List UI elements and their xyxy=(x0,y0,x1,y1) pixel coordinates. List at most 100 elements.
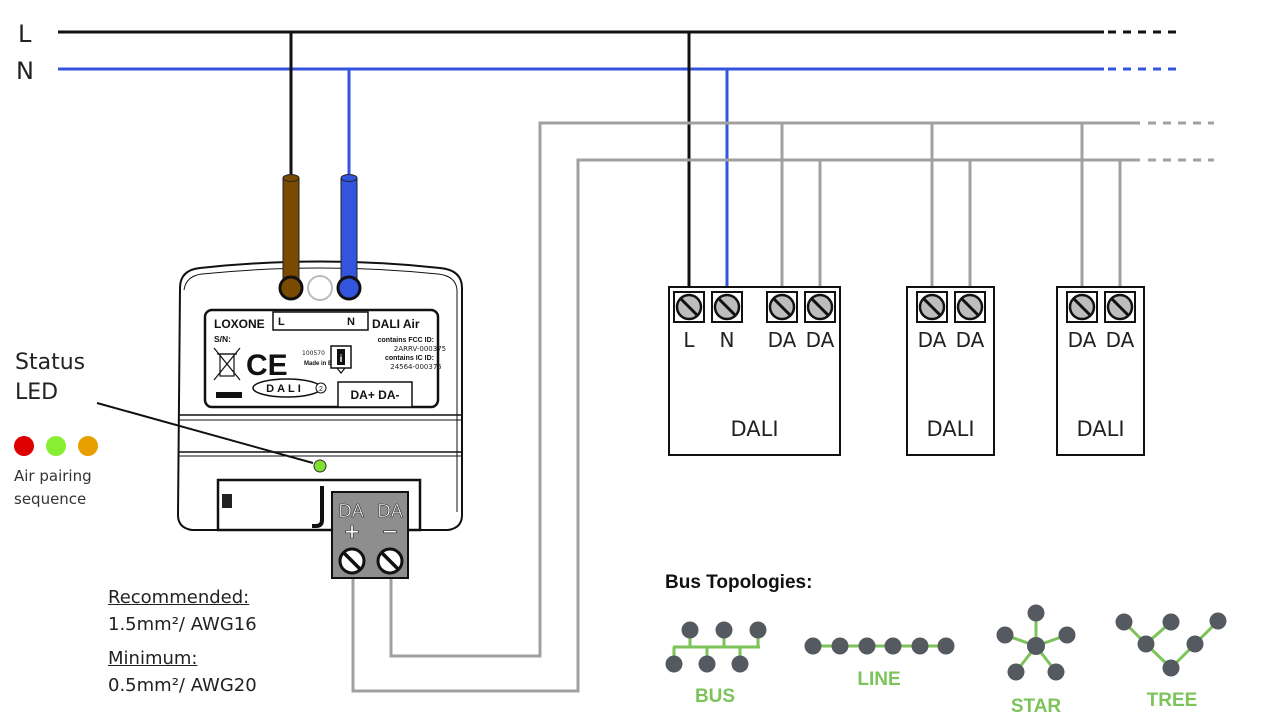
terminal-label: DA xyxy=(768,328,797,352)
svg-text:2: 2 xyxy=(319,386,323,393)
topology-line xyxy=(804,637,955,655)
topology-node xyxy=(1162,613,1180,631)
topology-node xyxy=(1209,612,1227,630)
topology-node xyxy=(749,621,767,639)
topology-node xyxy=(715,621,733,639)
topology-node xyxy=(858,637,876,655)
screw-terminal-icon xyxy=(916,291,948,323)
topology-node xyxy=(1047,663,1065,681)
wire-specs: Recommended: 1.5mm²/ AWG16 Minimum: 0.5m… xyxy=(108,584,257,699)
brown-wire xyxy=(278,174,304,301)
product-name: DALI Air xyxy=(372,317,420,331)
status-led-pointer xyxy=(96,402,314,464)
topology-node xyxy=(1027,604,1045,622)
topology-node xyxy=(911,637,929,655)
recommended-value: 1.5mm²/ AWG16 xyxy=(108,614,257,635)
topology-star-label: STAR xyxy=(1011,696,1062,717)
svg-text:DA: DA xyxy=(338,501,365,522)
svg-text:DA: DA xyxy=(377,501,404,522)
terminal-l-text: L xyxy=(278,316,285,328)
topology-node xyxy=(831,637,849,655)
bus-terminals-label: DA+ DA- xyxy=(350,388,399,402)
topology-bus-label: BUS xyxy=(695,686,735,707)
topology-node xyxy=(937,637,955,655)
dali-device-name: DALI xyxy=(730,417,778,441)
topology-node xyxy=(804,637,822,655)
dali-logo-icon: DALI 2 xyxy=(252,378,327,398)
minimum-value: 0.5mm²/ AWG20 xyxy=(108,675,257,696)
topology-tree xyxy=(1115,612,1227,677)
dali-bus-minus xyxy=(389,121,1214,658)
status-led-indicator xyxy=(313,459,327,473)
topology-node xyxy=(681,621,699,639)
topology-node xyxy=(698,655,716,673)
brand-text: LOXONE xyxy=(214,317,265,331)
topology-node xyxy=(665,655,683,673)
screw-terminal-icon xyxy=(673,291,705,323)
topology-node xyxy=(1186,635,1204,653)
fcc-label: contains FCC ID: xyxy=(378,337,434,344)
terminal-n-text: N xyxy=(347,316,355,328)
device-label-plate: LOXONE L N DALI Air S/N: contains FCC ID… xyxy=(203,308,446,409)
screw-terminal-icon xyxy=(1066,291,1098,323)
serial-label: S/N: xyxy=(214,334,231,344)
neutral-label: N xyxy=(16,57,34,85)
weee-bin-icon xyxy=(213,347,241,381)
air-pairing-caption: Air pairing sequence xyxy=(14,467,92,508)
dali-device-name: DALI xyxy=(1076,417,1124,441)
topology-node xyxy=(1058,626,1076,644)
terminal-label: DA xyxy=(918,328,947,352)
screw-terminal-icon xyxy=(1104,291,1136,323)
terminal-label: N xyxy=(720,328,735,352)
minimum-label: Minimum: xyxy=(108,648,198,669)
svg-text:DALI: DALI xyxy=(266,383,304,395)
terminal-label: L xyxy=(683,328,695,352)
topology-node xyxy=(1162,659,1180,677)
screw-terminal-icon xyxy=(954,291,986,323)
blue-wire xyxy=(336,174,362,301)
topology-node xyxy=(1027,637,1045,655)
svg-text:i: i xyxy=(340,354,343,365)
line-label: L xyxy=(18,20,32,48)
weee-bar-icon xyxy=(216,392,242,398)
terminal-label: DA xyxy=(956,328,985,352)
status-led-title: Status LED xyxy=(15,350,86,405)
topology-node xyxy=(884,637,902,655)
ic-id: 24564-000375 xyxy=(390,363,442,371)
ic-label: contains IC ID: xyxy=(385,355,434,362)
terminal-label: DA xyxy=(1106,328,1135,352)
screw-terminal-icon xyxy=(804,291,836,323)
screw-icon xyxy=(338,547,366,575)
dali-device-3: DA DA DALI xyxy=(1056,286,1145,456)
dali-air-device: LOXONE L N DALI Air S/N: contains FCC ID… xyxy=(96,174,463,579)
dali-device-2: DA DA DALI xyxy=(906,286,995,456)
screw-icon xyxy=(376,547,404,575)
topology-node xyxy=(731,655,749,673)
topology-tree-label: TREE xyxy=(1147,690,1198,711)
svg-text:−: − xyxy=(382,519,399,543)
fcc-id: 2ARRV-000375 xyxy=(394,345,446,353)
screw-terminal-icon xyxy=(766,291,798,323)
topology-line-label: LINE xyxy=(857,669,900,690)
made-in-text: Made in EU xyxy=(304,361,336,367)
manual-book-icon: i xyxy=(330,345,352,374)
led-red-dot xyxy=(14,436,34,456)
blank-grommet xyxy=(307,275,333,301)
terminal-label: DA xyxy=(806,328,835,352)
recommended-label: Recommended: xyxy=(108,587,250,608)
topology-node xyxy=(1115,613,1133,631)
terminal-label: DA xyxy=(1068,328,1097,352)
topologies-title: Bus Topologies: xyxy=(665,572,812,593)
led-orange-dot xyxy=(78,436,98,456)
ce-mark-icon: CE xyxy=(246,349,288,382)
topology-star xyxy=(996,604,1076,681)
topology-node xyxy=(1137,635,1155,653)
dali-device-name: DALI xyxy=(926,417,974,441)
dali-bus-plus xyxy=(351,158,1214,693)
topology-node xyxy=(996,626,1014,644)
svg-text:+: + xyxy=(344,519,361,543)
article-number: 100570 xyxy=(302,350,325,357)
dali-device-1: L N DA DA DALI xyxy=(668,286,841,456)
screw-terminal-icon xyxy=(711,291,743,323)
